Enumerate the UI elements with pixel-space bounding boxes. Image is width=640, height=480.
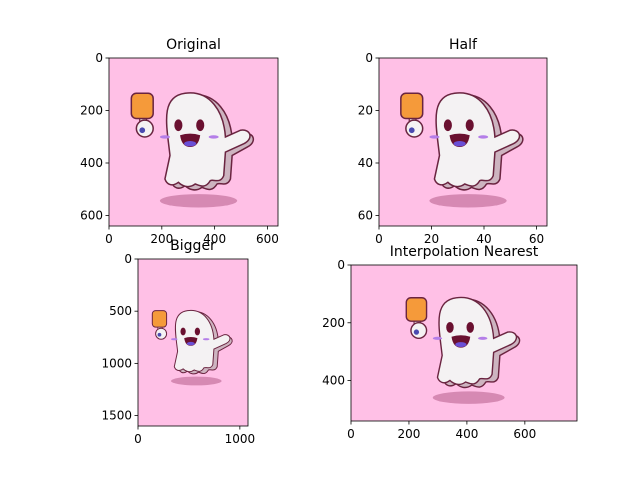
y-tick-label: 0 bbox=[337, 258, 345, 272]
x-tick-label: 0 bbox=[134, 432, 142, 446]
x-tick-label: 600 bbox=[513, 427, 536, 441]
y-tick-label: 0 bbox=[95, 51, 103, 65]
panel-title: Original bbox=[166, 37, 221, 53]
x-tick-label: 400 bbox=[455, 427, 478, 441]
axes-frame bbox=[137, 258, 249, 427]
panel-title: Interpolation Nearest bbox=[390, 244, 539, 260]
y-tick-label: 600 bbox=[80, 209, 103, 223]
x-tick-label: 20 bbox=[424, 232, 439, 246]
y-tick-label: 200 bbox=[80, 104, 103, 118]
panel-bigger: 0 1000 0 500 1000 1500 Bigger bbox=[101, 238, 255, 446]
x-tick-label: 40 bbox=[476, 232, 491, 246]
x-tick-label: 1000 bbox=[225, 432, 256, 446]
panel-interpolation-nearest: 0 200 400 600 0 200 400 Interpolation Nearest bbox=[322, 244, 578, 441]
x-tick-label: 0 bbox=[375, 232, 383, 246]
y-tick-label: 1000 bbox=[101, 356, 132, 370]
y-tick-label: 200 bbox=[322, 316, 345, 330]
axes-frame bbox=[108, 57, 279, 227]
x-tick-label: 0 bbox=[105, 232, 113, 246]
x-tick-label: 600 bbox=[256, 232, 279, 246]
y-tick-label: 60 bbox=[358, 209, 373, 223]
x-tick-label: 0 bbox=[347, 427, 355, 441]
x-tick-label: 400 bbox=[203, 232, 226, 246]
panel-title: Half bbox=[449, 37, 478, 53]
y-tick-label: 1500 bbox=[101, 409, 132, 423]
y-tick-label: 40 bbox=[358, 156, 373, 170]
y-tick-label: 400 bbox=[80, 156, 103, 170]
y-tick-label: 0 bbox=[124, 252, 132, 266]
panel-title: Bigger bbox=[170, 238, 216, 254]
x-tick-label: 200 bbox=[397, 427, 420, 441]
y-tick-label: 500 bbox=[109, 304, 132, 318]
axes-frame bbox=[378, 57, 548, 227]
axes-frame bbox=[350, 264, 578, 422]
x-tick-label: 200 bbox=[150, 232, 173, 246]
y-tick-label: 0 bbox=[365, 51, 373, 65]
x-tick-label: 60 bbox=[529, 232, 544, 246]
y-tick-label: 400 bbox=[322, 374, 345, 388]
y-tick-label: 20 bbox=[358, 104, 373, 118]
